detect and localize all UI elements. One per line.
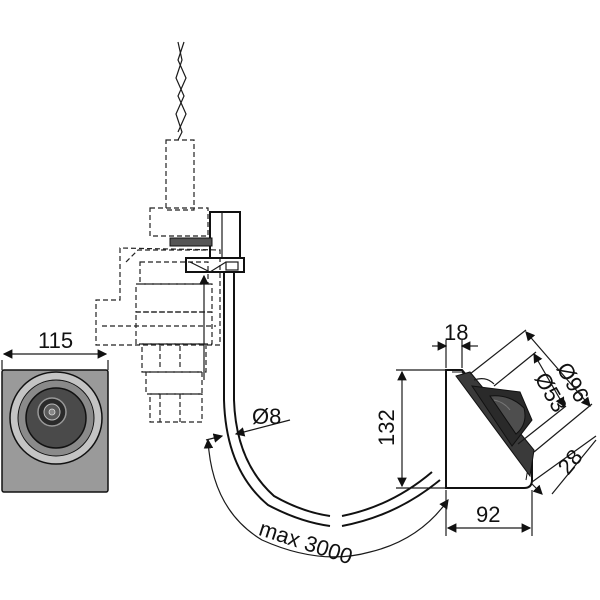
chain (175, 41, 185, 141)
tube-length-label: max 3000 (256, 516, 356, 570)
button-width-dimension: 115 (1, 328, 109, 370)
width-dimension: 92 (445, 490, 533, 536)
offset-label: 28 (553, 444, 588, 479)
tube-diameter-dimension: Ø8 (205, 404, 291, 443)
flush-valve-outline (95, 41, 221, 423)
height-dimension: 132 (374, 369, 446, 489)
height-label: 132 (374, 409, 399, 446)
width-label: 92 (476, 502, 500, 527)
button-width-label: 115 (38, 328, 73, 353)
depth-label: 18 (444, 320, 468, 345)
pneumatic-actuator (169, 211, 245, 380)
push-button-front (1, 369, 109, 493)
tube-diameter-label: Ø8 (252, 404, 281, 429)
depth-dimension: 18 (432, 320, 478, 368)
tube-length-dimension: max 3000 (203, 438, 449, 570)
push-button-side (445, 369, 535, 489)
